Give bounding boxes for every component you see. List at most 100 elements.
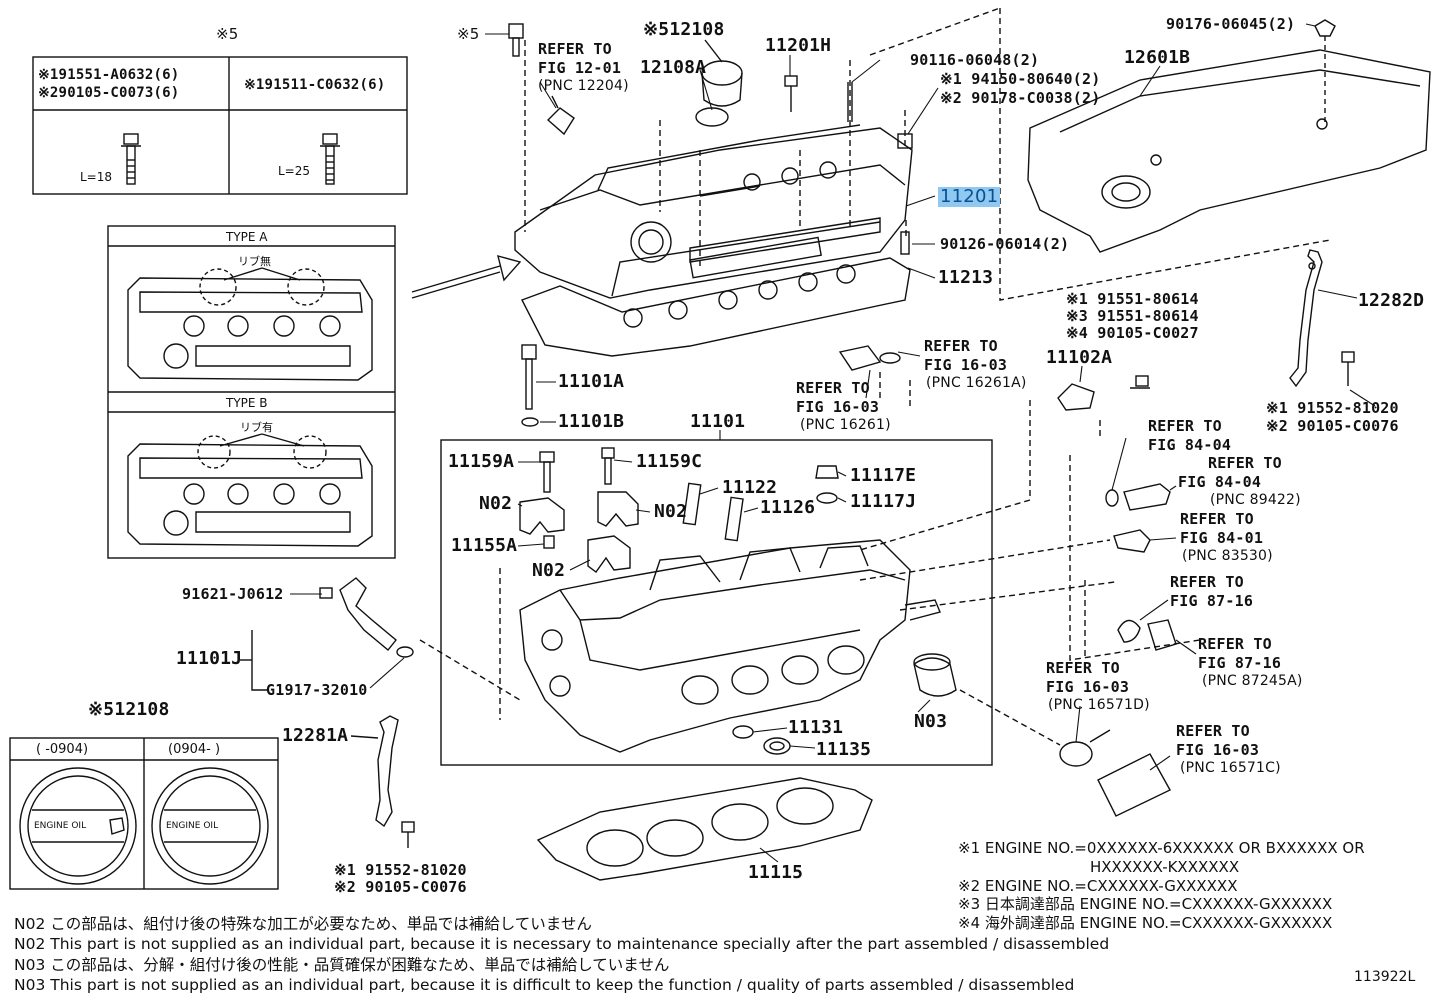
refer-1201-line2: FIG 12-01: [538, 59, 622, 77]
label-n02-left[interactable]: N02: [479, 493, 513, 514]
label-11117e[interactable]: 11117E: [850, 465, 917, 486]
label-11101b[interactable]: 11101B: [558, 411, 625, 432]
label-g1917[interactable]: G1917-32010: [266, 681, 368, 699]
refer-83530-line1: REFER TO: [1180, 510, 1254, 528]
pin-11155a: [543, 535, 555, 549]
arrow-to-cover: [411, 255, 522, 299]
refer-16261-line2: FIG 16-03: [796, 398, 880, 416]
label-12108[interactable]: ※512108: [643, 19, 725, 40]
label-11101a[interactable]: 11101A: [558, 371, 625, 392]
label-90116[interactable]: 90116-06048(2): [910, 51, 1040, 69]
stud-bolt-90116: [847, 82, 853, 122]
label-11201h[interactable]: 11201H: [765, 35, 832, 56]
refer-87245a-line3: (PNC 87245A): [1202, 673, 1303, 689]
oil-cap-right-text: ENGINE OIL: [166, 821, 219, 831]
label-11115[interactable]: 11115: [748, 862, 804, 883]
sensor-11102a: [1057, 383, 1095, 411]
head-bolt-11101a: [521, 344, 537, 410]
refer-8404a-line2: FIG 84-04: [1148, 436, 1232, 454]
label-n03[interactable]: N03: [914, 711, 948, 732]
bolt-icon-long: [320, 133, 340, 185]
bolt-table-right-line: ※191511-C0632(6): [244, 77, 386, 93]
refer-8716a-line2: FIG 87-16: [1170, 592, 1254, 610]
footnote-n02-en: N02 This part is not supplied as an indi…: [14, 935, 1110, 953]
refer-89422-line2: FIG 84-04: [1178, 473, 1262, 491]
label-11135[interactable]: 11135: [816, 739, 872, 760]
label-11201-highlighted[interactable]: 11201: [938, 186, 1001, 207]
label-n02-right[interactable]: N02: [654, 501, 688, 522]
bracket-12282d-drawing: [1289, 249, 1323, 388]
label-12282d[interactable]: 12282D: [1358, 290, 1425, 311]
label-90126[interactable]: 90126-06014(2): [940, 235, 1070, 253]
oil-cap-left-header: ( -0904): [36, 742, 89, 757]
label-91621[interactable]: 91621-J0612: [182, 585, 284, 603]
stud-bolt-11201h: [784, 75, 798, 112]
type-a-title: TYPE A: [226, 230, 268, 244]
bolt-11159c: [601, 447, 615, 485]
label-91551-80614-3[interactable]: ※3 91551-80614: [1066, 307, 1199, 325]
guide-11126: [724, 496, 744, 542]
label-91551-80614-1[interactable]: ※1 91551-80614: [1066, 290, 1199, 308]
refer-16571c-line2: FIG 16-03: [1176, 741, 1260, 759]
refer-89422-line3: (PNC 89422): [1210, 492, 1301, 508]
label-94150[interactable]: ※1 94150-80640(2): [940, 70, 1101, 88]
label-11159a[interactable]: 11159A: [448, 451, 515, 472]
label-91552-right[interactable]: ※1 91552-81020: [1266, 399, 1399, 417]
refer-1201-line1: REFER TO: [538, 40, 612, 58]
bolt-table-left-line-1: ※191551-A0632(6): [38, 67, 180, 83]
footnote-n02-ja: N02 この部品は、組付け後の特殊な加工が必要なため、単品では補給していません: [14, 915, 592, 933]
type-b-note: リブ有: [240, 421, 273, 434]
clamp-87-16: [1117, 619, 1141, 643]
refer-16571d-line1: REFER TO: [1046, 659, 1120, 677]
type-b-cover-sketch: [127, 433, 373, 547]
oil-cap-box-title: ※512108: [88, 699, 170, 720]
label-11122[interactable]: 11122: [722, 477, 778, 498]
sensor-84-01: [1113, 529, 1151, 553]
oil-cap-left-text: ENGINE OIL: [34, 821, 87, 831]
seal-11135: [763, 737, 791, 755]
label-91552-left[interactable]: ※1 91552-81020: [334, 861, 467, 879]
label-11126[interactable]: 11126: [760, 497, 816, 518]
pcv-valve-drawing: [546, 95, 575, 136]
refer-8404a-line1: REFER TO: [1148, 417, 1222, 435]
label-11213[interactable]: 11213: [938, 267, 994, 288]
bolt-cover-left: [508, 23, 524, 57]
refer-16261a-line3: (PNC 16261A): [926, 375, 1027, 391]
ocv-valve-drawing: [319, 577, 414, 658]
label-11131[interactable]: 11131: [788, 717, 844, 738]
label-12108a[interactable]: 12108A: [640, 57, 707, 78]
refer-16261-line3: (PNC 16261): [800, 417, 891, 433]
engine-note-3: ※3 日本調達部品 ENGINE NO.=CXXXXXX-GXXXXXX: [958, 895, 1333, 913]
type-a-cover-sketch: [127, 267, 373, 381]
label-90176[interactable]: 90176-06045(2): [1166, 15, 1296, 33]
label-11155a[interactable]: 11155A: [451, 535, 518, 556]
bracket-12281a-drawing: [375, 715, 399, 828]
bolt-table-left-line-2: ※290105-C0073(6): [38, 85, 180, 101]
bolt-11159a: [539, 451, 555, 493]
oil-cap-box-frame: [9, 737, 279, 890]
bolt-table-header: ※5: [216, 25, 239, 43]
refer-16571c-line1: REFER TO: [1176, 722, 1250, 740]
label-11101[interactable]: 11101: [690, 411, 746, 432]
label-90105-left[interactable]: ※2 90105-C0076: [334, 878, 467, 896]
label-90105-c0027[interactable]: ※4 90105-C0027: [1066, 324, 1199, 342]
refer-8716a-line1: REFER TO: [1170, 573, 1244, 591]
cylinder-head-box: [440, 439, 993, 766]
label-n02-bottom[interactable]: N02: [532, 560, 566, 581]
type-box-frame: [107, 225, 396, 559]
label-11101j[interactable]: 11101J: [176, 648, 243, 669]
bolt-icon-short: [121, 133, 141, 185]
label-11102a[interactable]: 11102A: [1046, 347, 1113, 368]
label-11159c[interactable]: 11159C: [636, 451, 703, 472]
label-12281a[interactable]: 12281A: [282, 725, 349, 746]
bolt-11102a: [1130, 375, 1150, 389]
refer-16571c-line3: (PNC 16571C): [1180, 760, 1281, 776]
label-90178[interactable]: ※2 90178-C0038(2): [940, 89, 1101, 107]
label-90105-right[interactable]: ※2 90105-C0076: [1266, 417, 1399, 435]
label-12601b[interactable]: 12601B: [1124, 47, 1191, 68]
engine-note-2: ※2 ENGINE NO.=CXXXXXX-GXXXXXX: [958, 877, 1238, 895]
label-11117j[interactable]: 11117J: [850, 491, 917, 512]
washer-11101b: [521, 417, 539, 427]
hose-16261: [838, 345, 901, 371]
guide-11122: [682, 482, 702, 526]
